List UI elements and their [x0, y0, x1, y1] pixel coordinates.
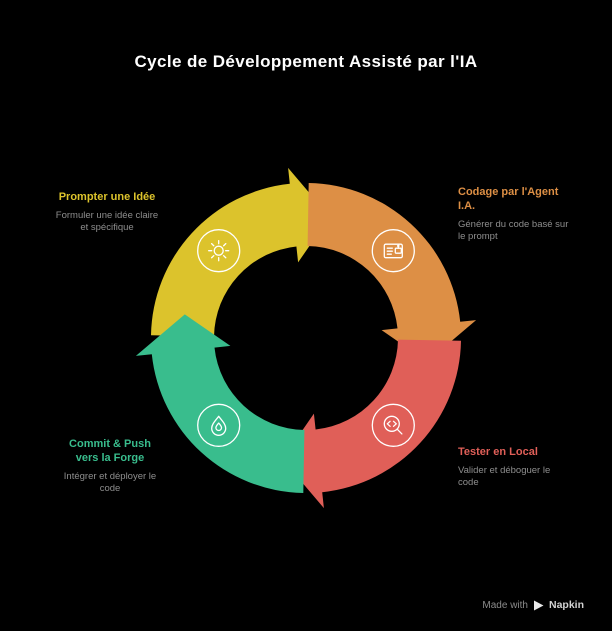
step-block-prompt: Prompter une Idée Formuler une idée clai…	[55, 191, 159, 235]
gear-idea-icon	[197, 229, 241, 273]
step-description: Valider et déboguer le code	[458, 464, 551, 489]
step-label: Commit & Push vers la Forge	[69, 438, 151, 464]
droplet-icon	[197, 403, 241, 447]
made-with-napkin-attribution[interactable]: Made with Napkin	[482, 599, 584, 611]
step-label: Tester en Local	[458, 446, 538, 458]
step-label: Codage par l'Agent I.A.	[458, 186, 559, 212]
step-block-commit: Commit & Push vers la Forge Intégrer et …	[60, 438, 160, 496]
step-block-test: Tester en Local Valider et déboguer le c…	[458, 446, 570, 490]
step-description: Générer du code basé sur le prompt	[458, 218, 569, 243]
step-block-code: Codage par l'Agent I.A. Générer du code …	[458, 186, 570, 244]
step-description: Intégrer et déployer le code	[63, 470, 157, 495]
napkin-logo-icon	[533, 600, 544, 610]
made-with-label: Made with	[482, 599, 528, 611]
step-description: Formuler une idée claire et spécifique	[55, 209, 159, 234]
code-search-icon	[371, 403, 415, 447]
page-title: Cycle de Développement Assisté par l'IA	[134, 52, 478, 71]
robot-code-card-icon	[371, 229, 415, 273]
step-label: Prompter une Idée	[58, 191, 156, 203]
napkin-brand-label: Napkin	[548, 599, 584, 611]
